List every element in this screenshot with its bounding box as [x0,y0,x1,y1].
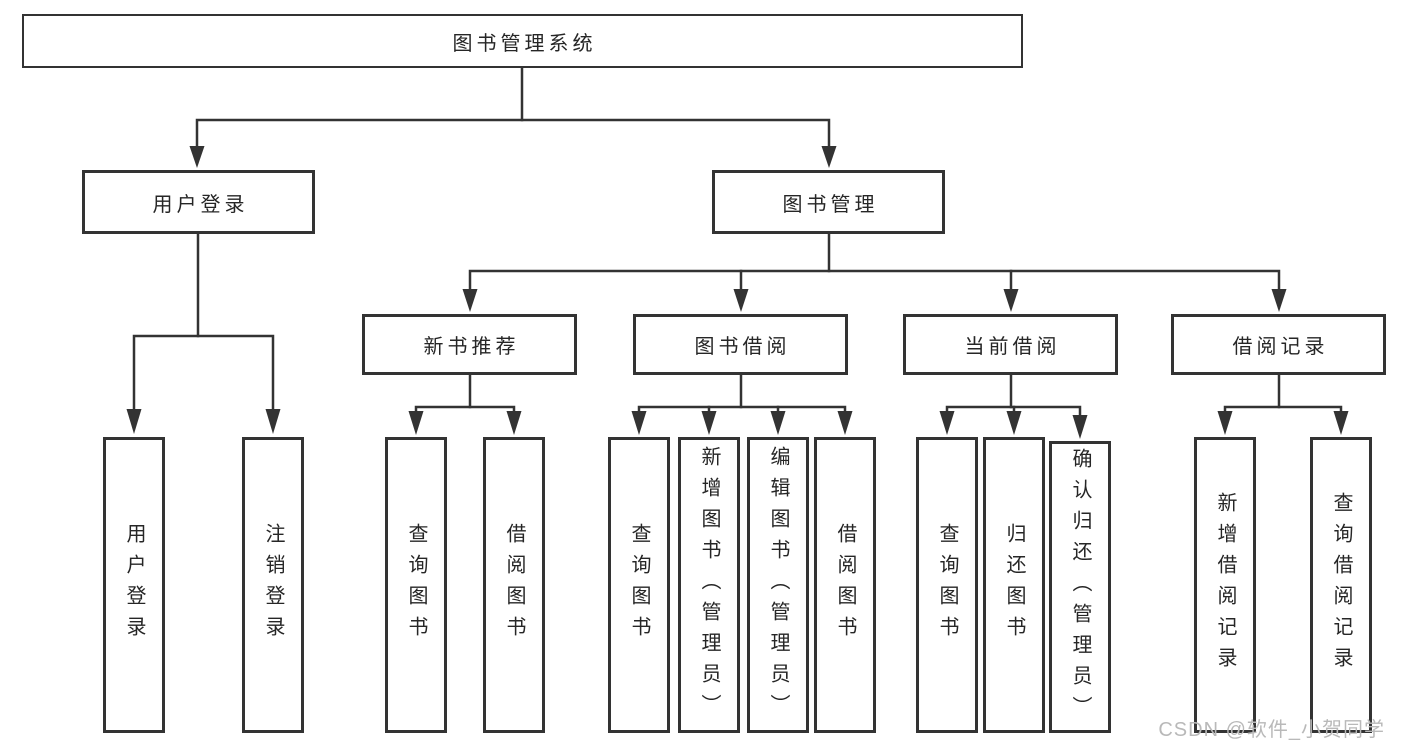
node-root-system: 图书管理系统 [22,14,1023,68]
node-book-management: 图书管理 [712,170,945,234]
node-borrow-records-label: 借阅记录 [1232,336,1329,358]
node-current-borrow-label: 当前借阅 [964,336,1061,358]
leaf-borrow-edit-books-admin: 编辑图书（管理员） [747,437,809,733]
leaf-borrow-borrow-books: 借阅图书 [814,437,876,733]
leaf-records-add-record: 新增借阅记录 [1194,437,1256,733]
leaf-borrow-query-books: 查询图书 [608,437,670,733]
leaf-current-query-books-label: 查询图书 [936,523,958,647]
leaf-current-return-books: 归还图书 [983,437,1045,733]
leaf-records-query-record-label: 查询借阅记录 [1330,492,1352,678]
leaf-newbook-borrow-books-label: 借阅图书 [503,523,525,647]
node-book-borrow: 图书借阅 [633,314,848,375]
leaf-user-login-label: 用户登录 [123,523,145,647]
connector-borrow-to-leaves [631,373,853,435]
leaf-newbook-query-books-label: 查询图书 [405,523,427,647]
leaf-borrow-add-books-admin: 新增图书（管理员） [678,437,740,733]
connector-login-to-leaves [126,232,281,434]
connector-newbook-to-leaves [408,373,522,435]
node-borrow-records: 借阅记录 [1171,314,1386,375]
connector-manage-to-level2 [462,232,1287,312]
leaf-user-login: 用户登录 [103,437,165,733]
leaf-current-confirm-return-admin-label: 确认归还（管理员） [1069,447,1091,727]
connector-root-to-level1 [189,66,837,168]
connector-records-to-leaves [1217,373,1349,435]
leaf-records-add-record-label: 新增借阅记录 [1214,492,1236,678]
node-new-book-recommend-label: 新书推荐 [423,336,520,358]
leaf-borrow-edit-books-admin-label: 编辑图书（管理员） [767,445,789,725]
leaf-newbook-query-books: 查询图书 [385,437,447,733]
node-user-login: 用户登录 [82,170,315,234]
connector-current-to-leaves [939,373,1088,439]
leaf-current-confirm-return-admin: 确认归还（管理员） [1049,441,1111,733]
csdn-watermark: CSDN @软件_小贺同学 [1158,719,1385,741]
leaf-current-return-books-label: 归还图书 [1003,523,1025,647]
node-new-book-recommend: 新书推荐 [362,314,577,375]
leaf-borrow-borrow-books-label: 借阅图书 [834,523,856,647]
leaf-borrow-query-books-label: 查询图书 [628,523,650,647]
node-root-system-label: 图书管理系统 [452,32,597,55]
leaf-logout-label: 注销登录 [262,523,284,647]
leaf-newbook-borrow-books: 借阅图书 [483,437,545,733]
node-book-borrow-label: 图书借阅 [694,336,791,358]
leaf-borrow-add-books-admin-label: 新增图书（管理员） [698,445,720,725]
node-user-login-label: 用户登录 [152,193,249,216]
node-current-borrow: 当前借阅 [903,314,1118,375]
leaf-records-query-record: 查询借阅记录 [1310,437,1372,733]
leaf-logout: 注销登录 [242,437,304,733]
node-book-management-label: 图书管理 [782,193,879,216]
leaf-current-query-books: 查询图书 [916,437,978,733]
